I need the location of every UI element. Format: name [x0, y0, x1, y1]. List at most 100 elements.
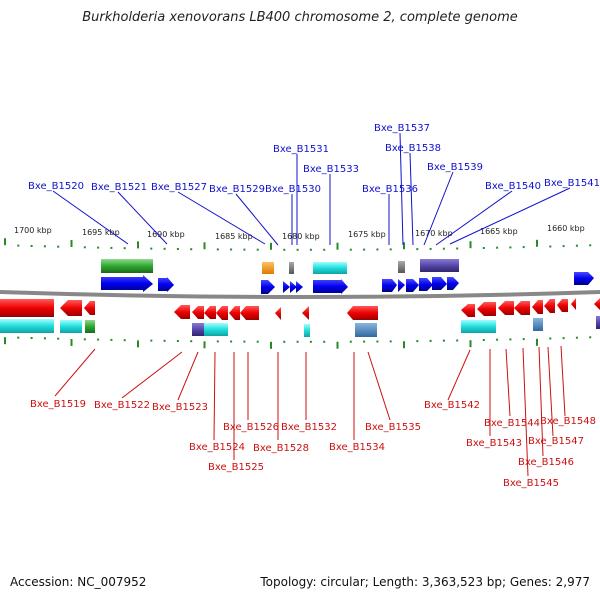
gene-label[interactable]: Bxe_B1527: [151, 182, 207, 193]
minor-tick: [522, 246, 525, 249]
minor-tick: [456, 339, 459, 342]
feature-bar: [60, 320, 82, 333]
major-tick: [403, 341, 405, 349]
leader-line: [235, 193, 279, 246]
gene-label[interactable]: Bxe_B1525: [208, 462, 264, 473]
leader-line: [117, 191, 168, 245]
cds-arrow: [60, 300, 82, 316]
minor-tick: [482, 339, 485, 341]
major-tick: [70, 339, 73, 346]
leader-line: [52, 190, 129, 245]
map-title: Burkholderia xenovorans LB400 chromosome…: [82, 10, 518, 25]
gene-label[interactable]: Bxe_B1523: [152, 402, 208, 413]
gene-label[interactable]: Bxe_B1526: [223, 422, 279, 433]
gene-label[interactable]: Bxe_B1529: [209, 184, 265, 195]
minor-tick: [123, 339, 126, 342]
leader-line: [522, 347, 529, 477]
major-tick: [4, 337, 6, 345]
top-scale-ticks: [4, 238, 592, 251]
forward-annotation-bars: [101, 259, 459, 274]
cds-arrow: [498, 301, 514, 315]
leader-line: [547, 346, 554, 437]
minor-tick: [110, 338, 113, 341]
gene-label[interactable]: Bxe_B1546: [518, 457, 574, 468]
minor-tick: [43, 337, 46, 340]
gene-label[interactable]: Bxe_B1532: [281, 422, 337, 433]
scale-label: 1670 kbp: [415, 229, 453, 238]
gene-label[interactable]: Bxe_B1530: [265, 184, 321, 195]
minor-tick: [283, 340, 286, 343]
minor-tick: [323, 248, 326, 251]
minor-tick: [97, 338, 100, 341]
minor-tick: [522, 338, 525, 341]
minor-tick: [83, 338, 86, 341]
minor-tick: [283, 248, 286, 251]
gene-label[interactable]: Bxe_B1543: [466, 438, 522, 449]
cds-arrow: [571, 298, 576, 310]
leader-line: [121, 351, 183, 399]
leader-line: [177, 191, 266, 245]
cds-arrow: [382, 279, 397, 292]
minor-tick: [243, 340, 246, 343]
minor-tick: [30, 245, 33, 247]
cds-arrow: [261, 280, 275, 294]
scale-label: 1675 kbp: [348, 230, 386, 239]
cds-arrow: [514, 301, 530, 315]
gene-label[interactable]: Bxe_B1545: [503, 478, 559, 489]
leader-line: [505, 348, 511, 417]
gene-label[interactable]: Bxe_B1540: [485, 181, 541, 192]
major-tick: [4, 238, 6, 246]
gene-label[interactable]: Bxe_B1548: [540, 416, 596, 427]
minor-tick: [496, 338, 499, 341]
minor-tick: [43, 245, 46, 248]
bottom-scale-ticks: [4, 336, 592, 349]
cds-arrow: [290, 281, 297, 293]
gene-label[interactable]: Bxe_B1541: [544, 178, 600, 189]
minor-tick: [256, 340, 259, 343]
gene-label[interactable]: Bxe_B1533: [303, 164, 359, 175]
minor-tick: [389, 248, 392, 251]
cds-arrow: [174, 305, 190, 319]
major-tick: [203, 341, 206, 349]
cds-arrow: [406, 279, 419, 292]
gene-label[interactable]: Bxe_B1536: [362, 184, 418, 195]
leader-line: [447, 349, 471, 401]
cds-arrow: [240, 306, 259, 320]
gene-label[interactable]: Bxe_B1539: [427, 162, 483, 173]
feature-bar: [289, 262, 294, 274]
minor-tick: [176, 248, 179, 250]
gene-label[interactable]: Bxe_B1538: [385, 143, 441, 154]
gene-label[interactable]: Bxe_B1521: [91, 182, 147, 193]
cds-arrow: [557, 299, 568, 312]
gene-label[interactable]: Bxe_B1524: [189, 442, 245, 453]
gene-label[interactable]: Bxe_B1531: [273, 144, 329, 155]
major-tick: [536, 338, 538, 346]
leader-line: [213, 351, 216, 441]
cds-arrow: [532, 300, 543, 314]
gene-label[interactable]: Bxe_B1522: [94, 400, 150, 411]
cds-arrow: [84, 301, 95, 315]
gene-label[interactable]: Bxe_B1528: [253, 443, 309, 454]
cds-arrow: [574, 272, 594, 285]
major-tick: [469, 241, 472, 249]
minor-tick: [83, 246, 86, 249]
cds-arrow: [204, 306, 216, 319]
gene-label[interactable]: Bxe_B1544: [484, 418, 540, 429]
minor-tick: [429, 339, 432, 342]
cds-arrow: [477, 302, 496, 316]
gene-label[interactable]: Bxe_B1535: [365, 422, 421, 433]
gene-label[interactable]: Bxe_B1537: [374, 123, 430, 134]
cds-arrow: [0, 299, 54, 317]
gene-label[interactable]: Bxe_B1520: [28, 181, 84, 192]
gene-label[interactable]: Bxe_B1547: [528, 436, 584, 447]
scale-label: 1690 kbp: [147, 230, 185, 239]
gene-label[interactable]: Bxe_B1519: [30, 399, 86, 410]
cds-arrow: [419, 278, 433, 291]
minor-tick: [416, 340, 419, 343]
gene-label[interactable]: Bxe_B1542: [424, 400, 480, 411]
minor-tick: [150, 247, 153, 250]
minor-tick: [57, 337, 60, 340]
minor-tick: [190, 248, 193, 251]
gene-label[interactable]: Bxe_B1534: [329, 442, 385, 453]
